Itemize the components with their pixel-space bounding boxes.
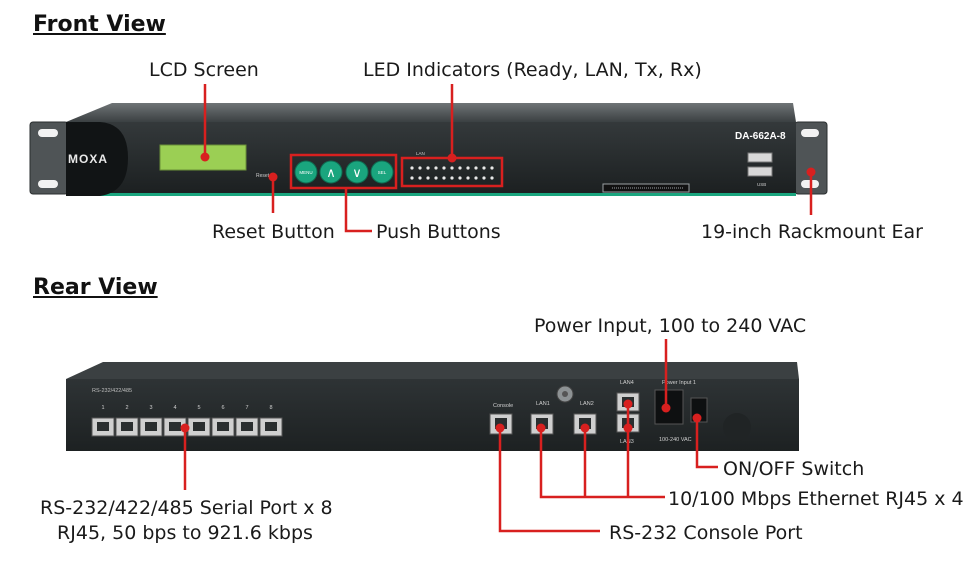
console-tag: Console <box>493 403 513 409</box>
up-button-label: ∧ <box>326 165 336 180</box>
voltage-tag: 100-240 VAC <box>659 437 692 443</box>
svg-text:1: 1 <box>101 405 104 411</box>
model-label: DA-662A-8 <box>735 131 786 142</box>
rackmount-ear-label: 19-inch Rackmount Ear <box>701 221 923 243</box>
power-tag: Power Input 1 <box>662 380 696 386</box>
svg-text:8: 8 <box>269 405 272 411</box>
lcd-screen-label: LCD Screen <box>149 59 259 81</box>
serial-port-numbers: 1 2 3 4 5 6 7 8 <box>101 405 272 411</box>
svg-text:3: 3 <box>149 405 152 411</box>
svg-text:5: 5 <box>197 405 200 411</box>
serial-group-tag: RS-232/422/485 <box>92 388 132 394</box>
front-callout-lines <box>203 84 813 233</box>
on-off-switch-label: ON/OFF Switch <box>723 458 865 480</box>
reset-button-label: Reset Button <box>212 221 335 243</box>
led-indicators <box>410 166 494 180</box>
fan-vent <box>723 413 751 441</box>
push-buttons: MENU ∧ ∨ SEL <box>294 160 394 184</box>
svg-text:4: 4 <box>173 405 176 411</box>
rear-callout-lines <box>183 339 718 533</box>
push-buttons-callout-box <box>289 153 398 190</box>
push-buttons-label: Push Buttons <box>376 221 501 243</box>
svg-text:6: 6 <box>221 405 224 411</box>
reset-tag: Reset <box>256 173 270 179</box>
moxa-logo: MOXA <box>68 152 108 166</box>
front-callout-dots <box>200 152 816 182</box>
usb-port-2 <box>747 166 773 177</box>
front-view-heading: Front View <box>33 12 166 37</box>
svg-text:7: 7 <box>245 405 248 411</box>
lan1-tag: LAN1 <box>536 401 550 407</box>
rear-callout-dots <box>180 399 702 433</box>
usb-port-1 <box>747 152 773 163</box>
menu-button-label: MENU <box>299 170 312 175</box>
lan-tag: LAN <box>416 151 425 156</box>
down-button-label: ∨ <box>352 165 362 180</box>
serial-port-spec-label: RJ45, 50 bps to 921.6 kbps <box>57 522 313 544</box>
usb-tag: USB <box>757 182 766 187</box>
power-input-label: Power Input, 100 to 240 VAC <box>534 315 807 337</box>
serial-port-label: RS-232/422/485 Serial Port x 8 <box>40 497 333 519</box>
svg-text:2: 2 <box>125 405 128 411</box>
console-port-label: RS-232 Console Port <box>609 522 803 544</box>
lan2-tag: LAN2 <box>580 401 594 407</box>
lan4-tag: LAN4 <box>620 380 634 386</box>
rear-view-heading: Rear View <box>33 275 158 300</box>
left-rackmount-ear <box>29 121 69 195</box>
sel-button-label: SEL <box>378 170 387 175</box>
led-indicators-label: LED Indicators (Ready, LAN, Tx, Rx) <box>363 59 702 81</box>
ethernet-label: 10/100 Mbps Ethernet RJ45 x 4 <box>668 488 964 510</box>
